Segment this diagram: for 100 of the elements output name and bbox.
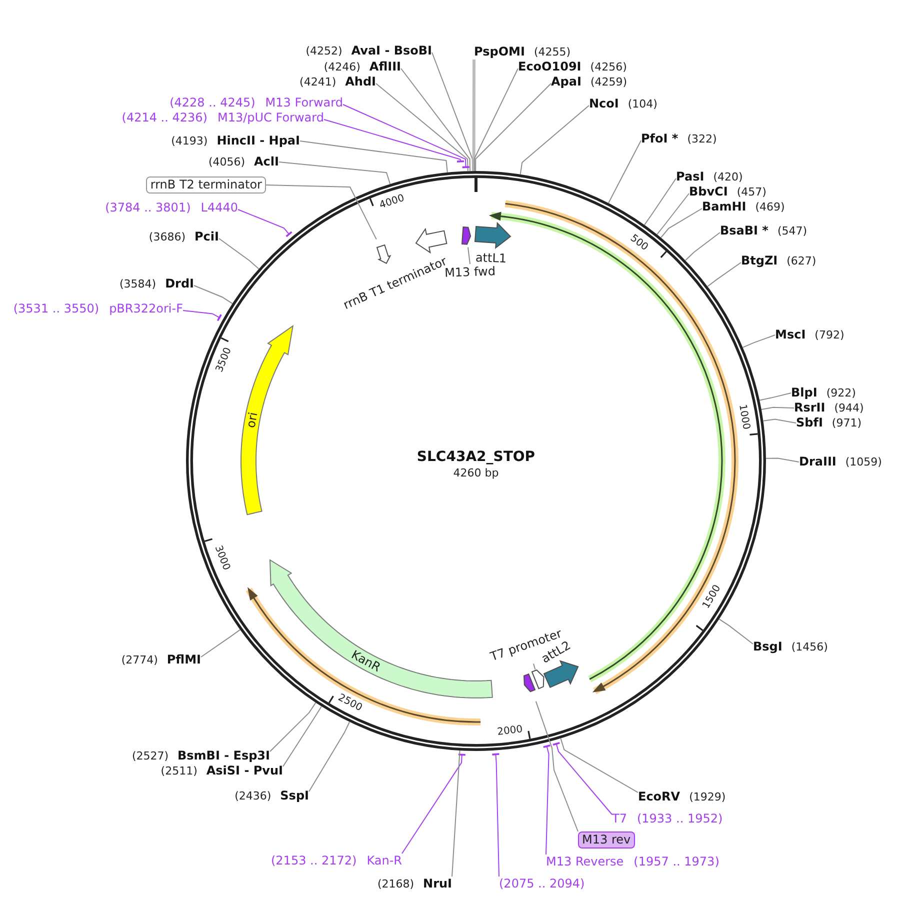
site-position: (4193) (171, 134, 208, 148)
feature-label: M13 fwd (444, 264, 496, 280)
feature-block (474, 222, 512, 250)
leader-line (762, 418, 796, 424)
enzyme-name: NruI (423, 876, 452, 892)
enzyme-name: AclI (254, 154, 279, 170)
enzyme-name: AvaI - BsoBI (351, 44, 432, 58)
site-position: (1059) (845, 454, 882, 470)
scale-label: 2500 (336, 692, 364, 714)
site-position: (4255) (534, 44, 571, 60)
enzyme-name: BlpI (791, 386, 818, 400)
enzyme-name: BsmBI - Esp3I (178, 748, 270, 764)
leader-line (342, 104, 470, 168)
enzyme-name: PciI (194, 230, 219, 244)
site-position: (3584) (119, 276, 156, 292)
enzyme-name: BbvCI (689, 184, 728, 200)
leader-line (644, 178, 676, 226)
enzyme-name: RsrII (794, 400, 826, 416)
primer-name: M13/pUC Forward (217, 110, 324, 126)
site-position: (627) (786, 254, 816, 268)
site-position: (4056) (208, 154, 246, 170)
leader-line (475, 83, 552, 172)
site-position: (2511) (160, 764, 198, 778)
leader-line (324, 119, 465, 162)
feature-block (461, 226, 472, 246)
enzyme-name: PfoI * (641, 132, 678, 146)
leader-line (560, 738, 638, 793)
site-position: (420) (713, 170, 743, 184)
site-position: (4252) (306, 44, 342, 58)
primer-range: (2153 .. 2172) (271, 854, 357, 868)
leader-line (552, 742, 612, 815)
site-position: (4246) (324, 60, 360, 74)
leader-line (300, 140, 448, 173)
leader-line (533, 663, 536, 670)
leader-line (491, 753, 500, 877)
leader-line (656, 193, 690, 235)
leader-line (376, 83, 468, 172)
leader-line (266, 184, 377, 240)
site-position: (944) (834, 400, 864, 416)
enzyme-name: NcoI (589, 96, 619, 112)
leader-line (718, 618, 754, 644)
primer-range: (2075 .. 2094) (499, 876, 585, 892)
feature-label: rrnB T2 terminator (146, 176, 266, 194)
primer-range: (4214 .. 4236) (122, 110, 208, 126)
site-position: (1456) (791, 640, 828, 654)
leader-line (684, 232, 720, 261)
primer-name: pBR322ori-F (109, 302, 183, 316)
site-position: (792) (814, 328, 844, 342)
scale-label: 3500 (214, 346, 234, 374)
leader-line (200, 629, 241, 658)
leader-line (520, 105, 590, 175)
primer-name: M13 Reverse (546, 854, 624, 870)
primer-range: (4228 .. 4245) (170, 96, 256, 110)
primer-range: (3784 .. 3801) (105, 200, 191, 216)
feature-block (415, 228, 448, 254)
enzyme-name: HincII - HpaI (216, 134, 300, 148)
enzyme-name: AhdI (345, 74, 376, 90)
feature-label: ori (244, 410, 261, 429)
site-position: (3686) (148, 230, 186, 244)
plasmid-name: SLC43A2_STOP (416, 449, 536, 465)
enzyme-name: EcoRV (638, 790, 680, 804)
scale-label: 2000 (496, 724, 523, 738)
leader-line (707, 262, 742, 287)
leader-line (270, 702, 316, 752)
enzyme-name: EcoO109I (518, 60, 582, 74)
primer-name: Kan-R (366, 854, 402, 868)
primer-range: (3531 .. 3550) (13, 302, 100, 316)
enzyme-name: BsgI (753, 640, 782, 654)
leader-line (278, 162, 391, 184)
enzyme-name: BamHI (702, 200, 746, 214)
primer-name: T7 (612, 812, 627, 826)
feature-label: attL1 (475, 250, 507, 266)
leader-line (766, 458, 800, 462)
leader-line (535, 700, 578, 832)
site-position: (971) (832, 416, 862, 430)
leader-line (400, 68, 470, 172)
site-position: (322) (687, 132, 717, 146)
plasmid-length: 4260 bp (453, 466, 499, 480)
site-position: (2774) (121, 652, 158, 668)
primer-name: L4440 (200, 200, 238, 216)
primer-label: M13 rev (578, 832, 635, 848)
scale-label: 3000 (212, 544, 232, 572)
enzyme-name: AsiSI - PvuI (206, 764, 283, 778)
enzyme-name: PasI (676, 170, 704, 184)
enzyme-name: MscI (775, 328, 806, 342)
leader-line (182, 310, 222, 322)
site-position: (2168) (377, 876, 414, 892)
leader-line (608, 140, 642, 204)
enzyme-name: PspOMI (474, 44, 525, 60)
leader-line (472, 60, 476, 172)
leader-line (194, 285, 233, 304)
scale-label: 4000 (378, 193, 406, 212)
leader-line (759, 392, 792, 401)
site-position: (4259) (590, 74, 628, 90)
enzyme-name: SspI (280, 788, 309, 804)
site-position: (547) (777, 224, 808, 238)
scale-label: 1000 (736, 403, 752, 430)
feature-block (531, 669, 546, 690)
enzyme-name: ApaI (551, 74, 582, 90)
enzyme-name: AflIII (369, 60, 401, 74)
